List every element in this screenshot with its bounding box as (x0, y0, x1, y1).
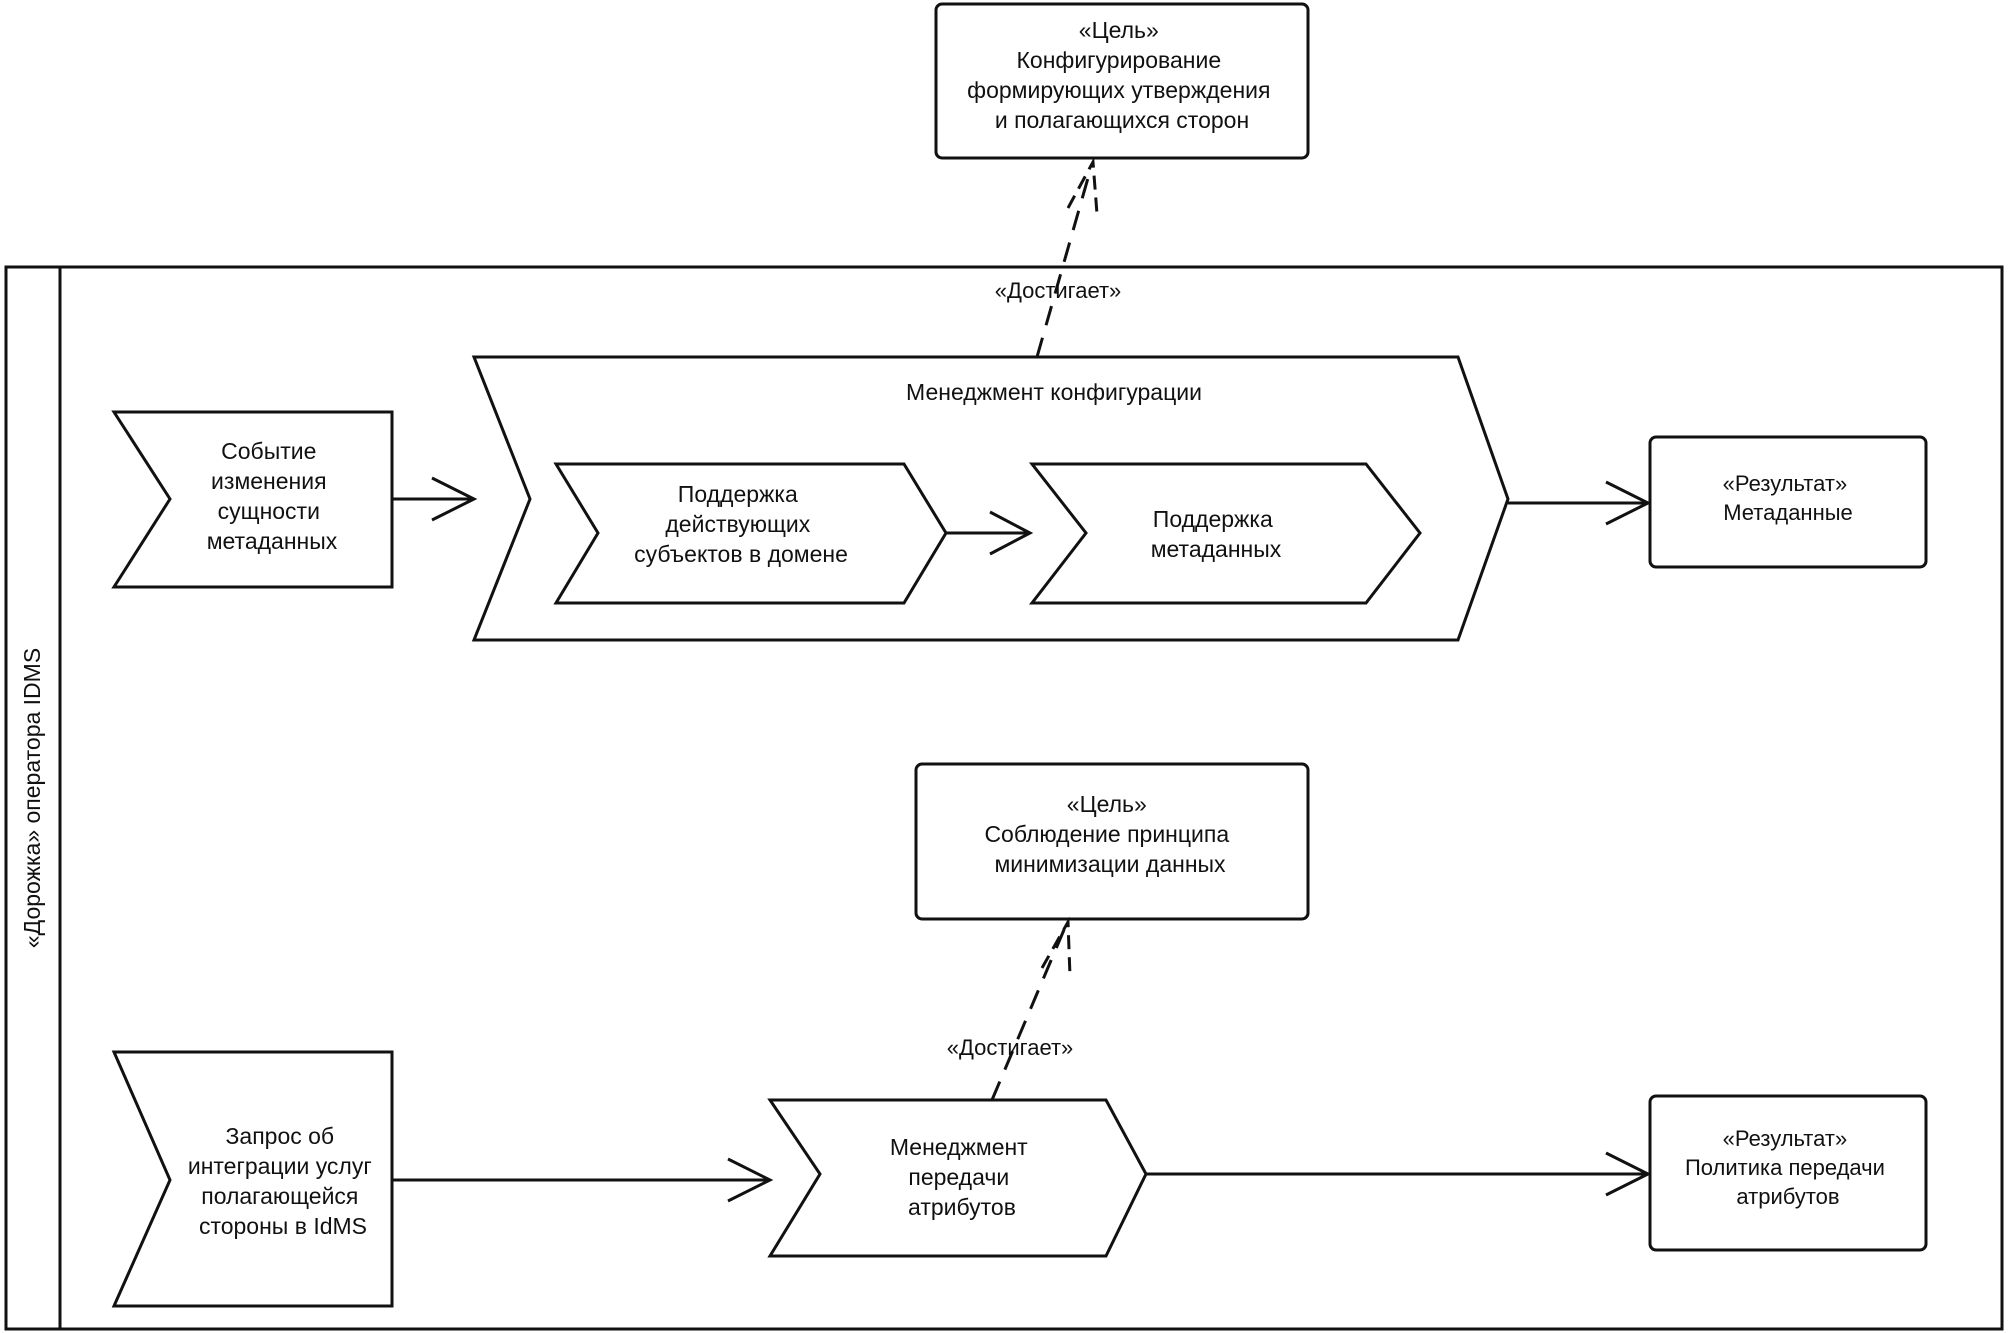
event-integration-request-line-2: интеграции услуг (188, 1153, 372, 1179)
goal-configuration-line-1: «Цель» (1079, 17, 1159, 43)
process-support-metadata-line-1: Поддержка (1153, 506, 1273, 532)
process-attr-management-shape[interactable] (767, 1098, 1148, 1258)
flow-arrow-request-to-attr-head (727, 1157, 774, 1203)
result-policy-line-3: атрибутов (1736, 1184, 1839, 1209)
achieves-arrow-top-line (1035, 163, 1094, 358)
process-support-subjects-shape[interactable] (553, 462, 948, 605)
goal-data-minimization-line-1: «Цель» (1067, 791, 1147, 817)
process-attr-management-line-1: Менеджмент (890, 1134, 1028, 1160)
event-metadata-change-line-2: изменения (211, 468, 327, 494)
flow-arrow-config-to-result-head (1605, 480, 1652, 526)
result-metadata-line-2: Метаданные (1723, 500, 1853, 525)
event-integration-request-text: Запрос об интеграции услуг полагающейся … (188, 1123, 378, 1239)
result-metadata-text: «Результат» Метаданные (1723, 471, 1854, 525)
flow-arrow-attr-to-result-head (1605, 1151, 1652, 1197)
event-integration-request-line-3: полагающейся (201, 1183, 358, 1209)
result-metadata-box[interactable] (1648, 435, 1928, 569)
event-metadata-change-shape[interactable] (111, 410, 394, 589)
goal-data-minimization[interactable]: «Цель» Соблюдение принципа минимизации д… (914, 762, 1310, 921)
process-support-metadata[interactable]: Поддержка метаданных (1028, 462, 1422, 605)
event-metadata-change-line-1: Событие (221, 438, 316, 464)
process-attr-management-line-2: передачи (908, 1164, 1009, 1190)
goal-data-minimization-line-3: минимизации данных (994, 851, 1226, 877)
event-integration-request[interactable]: Запрос об интеграции услуг полагающейся … (111, 1050, 394, 1308)
event-metadata-change-line-3: сущности (218, 498, 320, 524)
achieves-label-bottom: «Достигает» (947, 1035, 1074, 1060)
event-integration-request-line-1: Запрос об (226, 1123, 335, 1149)
goal-configuration-box[interactable] (934, 2, 1310, 160)
achieves-arrow-top: «Достигает» (995, 156, 1122, 358)
goal-configuration-text: «Цель» Конфигурирование формирующих утве… (967, 17, 1277, 133)
achieves-arrow-top-head (1066, 156, 1099, 215)
flow-arrow-config-to-result (1508, 480, 1652, 526)
achieves-arrow-bottom-head (1040, 916, 1072, 977)
process-support-subjects-line-1: Поддержка (678, 481, 798, 507)
goal-configuration-line-4: и полагающихся сторон (995, 107, 1249, 133)
event-integration-request-shape[interactable] (111, 1050, 394, 1308)
goal-configuration-line-2: Конфигурирование (1017, 47, 1222, 73)
result-metadata-line-1: «Результат» (1723, 471, 1848, 496)
goal-configuration-line-3: формирующих утверждения (967, 77, 1270, 103)
process-support-subjects-line-2: действующих (665, 511, 810, 537)
result-metadata[interactable]: «Результат» Метаданные (1648, 435, 1928, 569)
flow-arrow-subjects-to-metadata (946, 510, 1034, 556)
event-metadata-change[interactable]: Событие изменения сущности метаданных (111, 410, 394, 589)
goal-configuration[interactable]: «Цель» Конфигурирование формирующих утве… (934, 2, 1310, 160)
achieves-arrow-bottom: «Достигает» (947, 916, 1074, 1101)
flow-arrow-event-to-config (392, 476, 478, 522)
achieves-label-top: «Достигает» (995, 278, 1122, 303)
process-support-metadata-text: Поддержка метаданных (1151, 506, 1282, 562)
process-support-subjects-line-3: субъектов в домене (634, 541, 848, 567)
process-attr-management-line-3: атрибутов (908, 1194, 1016, 1220)
process-attr-management[interactable]: Менеджмент передачи атрибутов (767, 1098, 1148, 1258)
goal-data-minimization-box[interactable] (914, 762, 1310, 921)
process-support-metadata-line-2: метаданных (1151, 536, 1282, 562)
result-policy-box[interactable] (1648, 1094, 1928, 1252)
result-policy[interactable]: «Результат» Политика передачи атрибутов (1648, 1094, 1928, 1252)
flow-arrow-attr-to-result (1146, 1151, 1652, 1197)
result-policy-line-2: Политика передачи (1685, 1155, 1885, 1180)
process-support-subjects[interactable]: Поддержка действующих субъектов в домене (553, 462, 948, 605)
process-support-subjects-text: Поддержка действующих субъектов в домене (634, 481, 848, 567)
flow-arrow-event-to-config-head (431, 476, 478, 522)
process-config-management-title: Менеджмент конфигурации (906, 379, 1202, 405)
process-attr-management-text: Менеджмент передачи атрибутов (890, 1134, 1034, 1220)
result-policy-line-1: «Результат» (1723, 1126, 1848, 1151)
flow-arrow-subjects-to-metadata-head (989, 510, 1034, 556)
goal-data-minimization-text: «Цель» Соблюдение принципа минимизации д… (984, 791, 1235, 877)
process-support-metadata-shape[interactable] (1028, 462, 1422, 605)
event-metadata-change-line-4: метаданных (207, 528, 338, 554)
flow-arrow-request-to-attr (392, 1157, 774, 1203)
event-metadata-change-text: Событие изменения сущности метаданных (207, 438, 338, 554)
goal-data-minimization-line-2: Соблюдение принципа (984, 821, 1229, 847)
swimlane-label: «Дорожка» оператора IDMS (19, 648, 45, 948)
result-policy-text: «Результат» Политика передачи атрибутов (1685, 1126, 1891, 1209)
event-integration-request-line-4: стороны в IdMS (199, 1213, 367, 1239)
